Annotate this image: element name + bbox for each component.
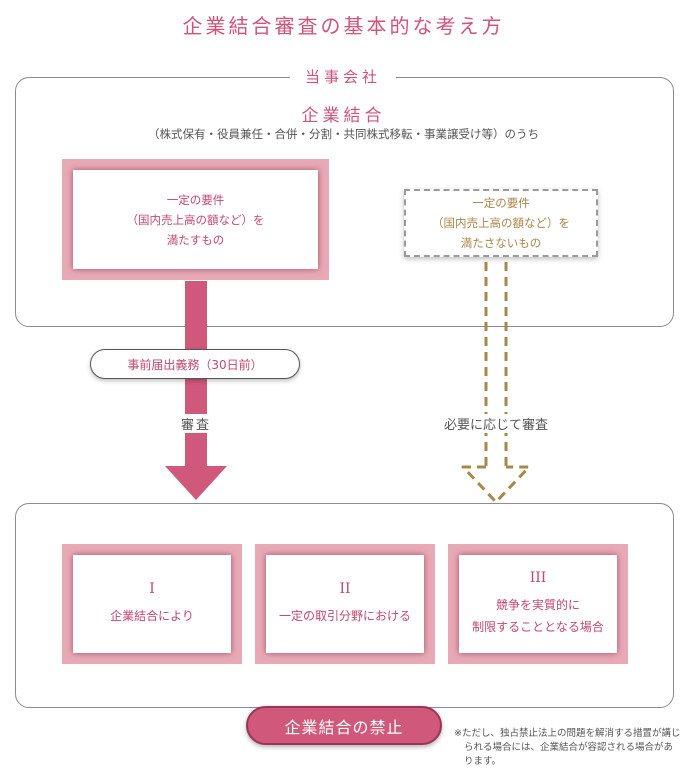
optional-review-label: 必要に応じて審査: [428, 414, 564, 433]
prior-notification-pill: 事前届出義務（30日前）: [90, 349, 300, 379]
meets-line-2: （国内売上高の額など）を: [126, 212, 265, 227]
criterion-3-box: III 競争を実質的に 制限することとなる場合: [459, 555, 617, 653]
meets-requirements-box: 一定の要件 （国内売上高の額など）を 満たすもの: [73, 170, 318, 269]
combination-subtitle: （株式保有・役員兼任・合併・分割・共同株式移転・事業譲受け等）のうち: [148, 127, 539, 141]
criterion-2-text: 一定の取引分野における: [278, 609, 411, 623]
combination-title: 企業結合: [301, 106, 386, 126]
optional-review-arrow: [461, 262, 531, 504]
criterion-1-text: 企業結合により: [110, 609, 194, 623]
not-meets-line-3: 満たさないもの: [460, 236, 542, 250]
diagram-title: 企業結合審査の基本的な考え方: [182, 14, 505, 38]
not-meets-line-1: 一定の要件: [472, 196, 530, 210]
not-meets-requirements-box: 一定の要件 （国内売上高の額など）を 満たさないもの: [404, 189, 598, 257]
review-arrow-head: [165, 466, 227, 500]
parties-label: 当事会社: [290, 66, 396, 87]
footnote: ※ただし、独占禁止法上の問題を解消する措置が講じられる場合には、企業結合が容認さ…: [454, 728, 681, 767]
meets-line-1: 一定の要件: [166, 192, 225, 207]
not-meets-line-2: （国内売上高の額など）を: [432, 216, 570, 230]
prohibition-pill: 企業結合の禁止: [246, 706, 442, 745]
criterion-3-line-2: 制限することとなる場合: [472, 620, 604, 634]
criterion-3-line-1: 競争を実質的に: [495, 598, 580, 612]
criterion-1-box: I 企業結合により: [73, 555, 231, 653]
review-label: 審査: [166, 414, 226, 433]
criterion-2-box: II 一定の取引分野における: [266, 555, 424, 653]
meets-line-3: 満たすもの: [166, 232, 225, 247]
criterion-3-number: III: [529, 570, 547, 586]
criterion-1-number: I: [149, 581, 155, 597]
criterion-2-number: II: [339, 581, 351, 597]
